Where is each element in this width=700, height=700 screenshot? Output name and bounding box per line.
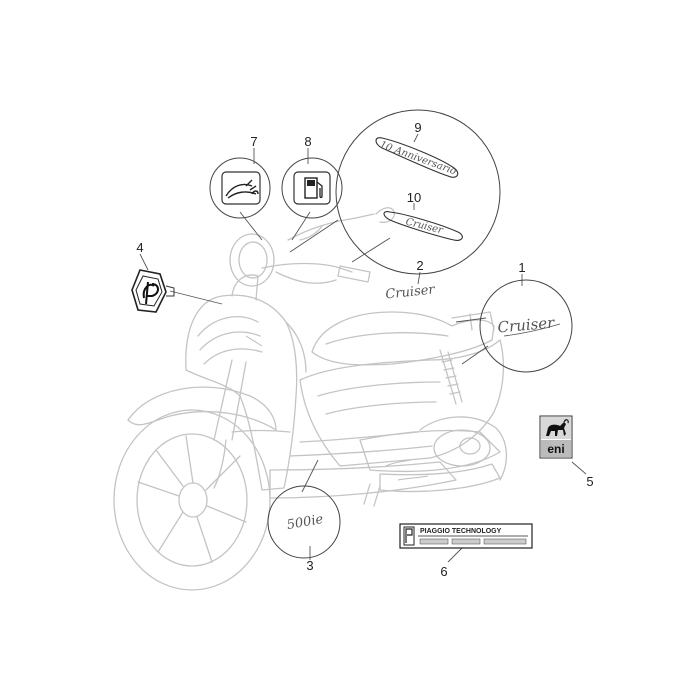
scooter-outline [113,207,507,591]
front-fork [213,359,247,441]
shock-spring [441,359,461,395]
part-8-fuel-sticker [281,157,343,219]
engine-case [359,429,501,473]
exhaust [379,463,501,493]
brake-lever [275,271,337,284]
callout-8: 8 [304,134,311,149]
callout-4: 4 [136,240,143,255]
eni-dog-icon [546,419,569,436]
callout-3: 3 [306,558,313,573]
front-shield-grille [197,316,263,365]
seat [311,311,495,366]
callout-5: 5 [586,474,593,489]
model-script: 500ie [286,512,325,533]
seat-seam [325,332,449,345]
callout-numbers: 1 2 3 4 5 6 7 8 9 10 [136,120,593,579]
plate-logo-icon [405,528,413,543]
front-fork-lower [213,439,227,489]
rear-body [299,339,504,467]
front-rim [136,433,248,567]
anniversary-script: 10 Anniversario [378,140,458,178]
scooter-decal-marks [245,335,429,481]
part-5-eni-sticker: eni [539,415,573,459]
mirror [299,207,395,241]
plate-brand-text: PIAGGIO TECHNOLOGY [420,528,502,535]
front-shield-vent [231,274,259,301]
part-4-piaggio-emblem [131,269,175,313]
rear-rack [451,311,495,331]
front-spokes [137,435,247,563]
floorboard [269,461,457,499]
part-6-piaggio-plate: PIAGGIO TECHNOLOGY [399,523,533,549]
headlight-pod [229,233,275,287]
rear-body-panel [317,381,441,415]
callout-9: 9 [414,120,421,135]
piaggio-emblem-icon [142,281,159,305]
leader-lines [139,133,587,563]
side-stand [363,483,381,507]
callout-7: 7 [250,134,257,149]
frame-line [231,321,307,433]
headlight-inner [238,241,268,279]
handlebar-lever-icon [225,179,259,199]
callout-2: 2 [416,258,423,273]
part-2-cruiser-script: Cruiser [385,282,436,302]
variator-hub [459,437,481,455]
handlebar-grip-right [337,265,371,283]
callout-6: 6 [440,564,447,579]
part-1-cruiser-detail: Cruiser [479,279,573,373]
rear-wheel [419,416,507,481]
part-9-anniversary-badge: 10 Anniversario [375,137,459,178]
part-3-model-detail: 500ie [267,485,341,559]
detail-circle-9-10 [335,109,501,275]
eni-logo-text: eni [547,442,564,456]
part-10-cruiser-badge: Cruiser [383,211,463,241]
front-tire [113,409,271,591]
front-shield [185,294,298,491]
front-fender [127,386,277,431]
callout-10: 10 [407,190,421,205]
callout-1: 1 [518,260,525,275]
part-7-lever-sticker [209,157,271,219]
cruiser-script-large: Cruiser [497,313,556,336]
fuel-pump-icon [304,177,323,199]
handlebar [261,213,375,273]
